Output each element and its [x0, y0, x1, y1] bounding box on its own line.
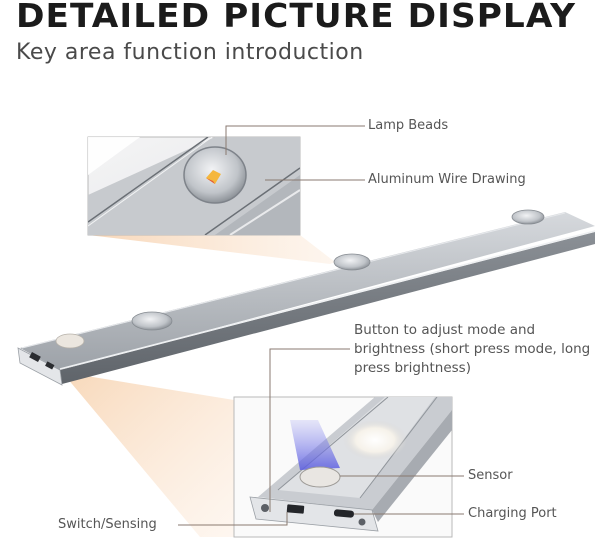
label-button: Button to adjust mode and brightness (sh… [354, 322, 591, 376]
label-lamp-beads: Lamp Beads [368, 118, 449, 133]
bar-end-callout-box [233, 396, 453, 538]
light-bar [17, 209, 596, 386]
label-sensor: Sensor [468, 468, 513, 483]
page-subtitle: Key area function introduction [16, 40, 364, 65]
label-charging-port: Charging Port [468, 506, 557, 521]
label-switch-sensing: Switch/Sensing [58, 517, 157, 532]
leader-lines [178, 125, 464, 526]
page-title: DETAILED PICTURE DISPLAY [16, 0, 577, 35]
lamp-beads-leader [225, 125, 365, 155]
switch-sensing-leader [178, 512, 288, 526]
button-leader [269, 348, 350, 512]
lamp-bead-callout-box [87, 136, 301, 236]
light-beam-top [88, 235, 335, 264]
light-beam-bottom [62, 372, 234, 537]
label-aluminum-wire-drawing: Aluminum Wire Drawing [368, 172, 526, 187]
